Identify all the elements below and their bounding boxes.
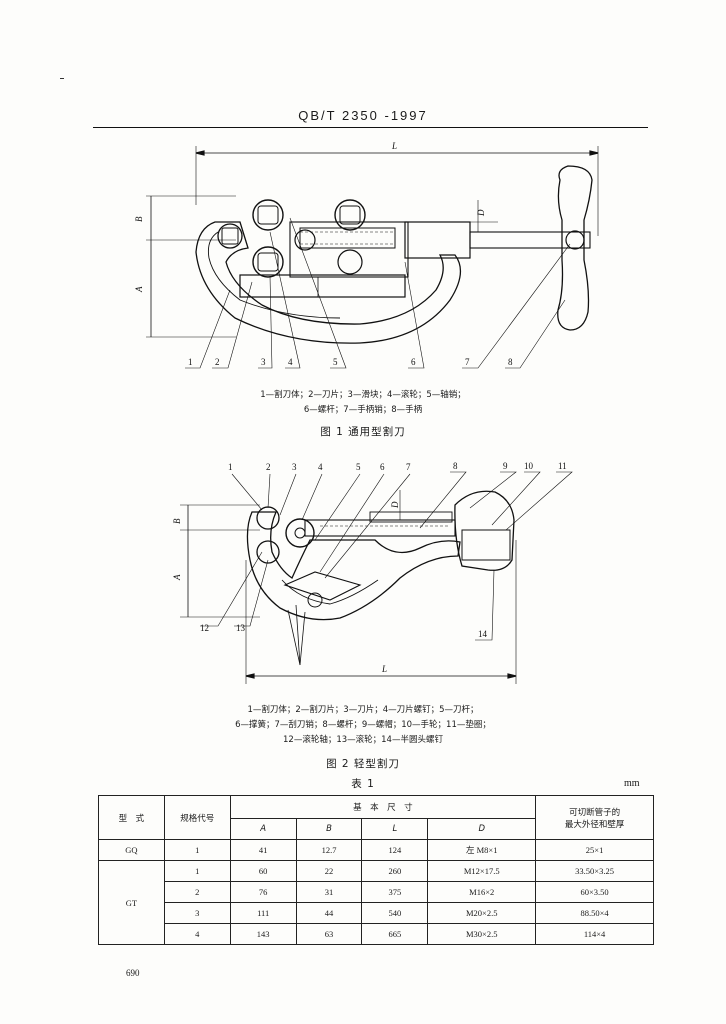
cell-A: 60	[229, 860, 297, 882]
cell-A: 143	[229, 923, 297, 945]
table-title: 表 1	[351, 778, 375, 790]
table-row: GQ 1 41 12.7 124 左 M8×1 25×1	[98, 839, 654, 861]
cell-max: 25×1	[535, 839, 654, 861]
cell-code: 1	[163, 839, 231, 861]
cell-max: 88.50×4	[535, 902, 654, 924]
cell-D: 左 M8×1	[427, 839, 537, 861]
header-basic-dims: 基 本 尺 寸	[229, 795, 537, 819]
fig1-legend-line: 6—螺杆；7—手柄销；8—手柄	[303, 405, 423, 415]
page-number: 690	[126, 968, 140, 978]
table-row: 2 76 31 375 M16×2 60×3.50	[99, 881, 654, 903]
fig1-callout: 1	[188, 357, 193, 367]
fig2-callout: 6	[380, 462, 385, 472]
cell-L: 375	[361, 881, 429, 903]
fig2-callout: 5	[356, 462, 361, 472]
cell-B: 63	[295, 923, 363, 945]
fig2-callout: 3	[292, 462, 297, 472]
cell-B: 22	[295, 860, 363, 882]
fig2-dim-L: L	[381, 664, 387, 674]
cell-B: 44	[295, 902, 363, 924]
header-max-pipe-line2: 最大外径和壁厚	[564, 819, 625, 830]
header-A: A	[229, 818, 297, 840]
cell-A: 76	[229, 881, 297, 903]
header-D: D	[427, 818, 537, 840]
header-max-pipe: 可切断管子的 最大外径和壁厚	[535, 795, 654, 840]
fig2-callout: 7	[406, 462, 411, 472]
cell-L: 540	[361, 902, 429, 924]
fig2-callout: 14	[478, 629, 488, 639]
cell-B: 12.7	[295, 839, 363, 861]
cell-max: 114×4	[535, 923, 654, 945]
margin-mark	[60, 78, 64, 79]
fig2-callout: 2	[266, 462, 271, 472]
fig2-callout: 4	[318, 462, 323, 472]
table-unit: mm	[624, 778, 640, 789]
fig2-callout: 8	[453, 461, 458, 471]
cell-code: 1	[163, 860, 231, 882]
fig2-dim-A: A	[172, 574, 182, 581]
cell-type: GT	[98, 860, 165, 945]
cell-D: M12×17.5	[427, 860, 537, 882]
figure-1-caption: 图 1 通用型割刀	[320, 426, 406, 438]
cell-code: 3	[163, 902, 231, 924]
cell-A: 111	[229, 902, 297, 924]
fig2-callout: 1	[228, 462, 233, 472]
fig1-legend-line: 1—割刀体；2—刀片；3—滑块；4—滚轮；5—轴销；	[260, 390, 466, 400]
fig2-dim-B: B	[172, 518, 182, 524]
cell-D: M16×2	[427, 881, 537, 903]
fig2-callout: 12	[200, 623, 209, 633]
fig1-callout: 6	[411, 357, 416, 367]
fig1-callout: 7	[465, 357, 470, 367]
table-row: GT 1 60 22 260 M12×17.5 33.50×3.25	[98, 860, 654, 945]
fig1-dim-D: D	[476, 209, 486, 217]
cell-type: GQ	[98, 839, 165, 861]
fig2-legend-line: 1—割刀体；2—割刀片；3—刀片；4—刀片螺钉；5—刀杆；	[247, 705, 479, 715]
figure-2-caption: 图 2 轻型割刀	[326, 758, 400, 770]
figure-1-legend: 1—割刀体；2—刀片；3—滑块；4—滚轮；5—轴销； 6—螺杆；7—手柄销；8—…	[0, 388, 726, 418]
fig1-callout: 8	[508, 357, 513, 367]
fig1-callout: 5	[333, 357, 338, 367]
fig1-dim-L: L	[391, 141, 397, 151]
fig2-legend-line: 12—滚轮轴；13—滚轮；14—半圆头螺钉	[283, 735, 443, 745]
cell-max: 33.50×3.25	[535, 860, 654, 882]
header-type: 型 式	[98, 795, 165, 840]
table-row: 3 111 44 540 M20×2.5 88.50×4	[99, 902, 654, 924]
cell-L: 124	[361, 839, 429, 861]
header-spec-code: 规格代号	[163, 795, 231, 840]
cell-code: 2	[163, 881, 231, 903]
fig1-dim-B: B	[134, 216, 144, 222]
cell-L: 665	[361, 923, 429, 945]
cell-D: M20×2.5	[427, 902, 537, 924]
cell-A: 41	[229, 839, 297, 861]
header-rule	[93, 127, 648, 128]
header-L: L	[361, 818, 429, 840]
fig1-callout: 4	[288, 357, 293, 367]
fig2-callout: 10	[524, 461, 534, 471]
fig2-legend-line: 6—撑簧；7—刮刀销；8—螺杆；9—螺帽；10—手轮；11—垫圈；	[235, 720, 491, 730]
header-max-pipe-line1: 可切断管子的	[569, 807, 621, 818]
fig2-dim-D: D	[390, 501, 400, 509]
cell-code: 4	[163, 923, 231, 945]
fig2-callout: 9	[503, 461, 508, 471]
fig1-callout: 3	[261, 357, 266, 367]
fig2-callout: 11	[558, 461, 567, 471]
cell-B: 31	[295, 881, 363, 903]
standard-number: QB/T 2350 -1997	[298, 108, 428, 123]
fig1-dim-A: A	[134, 286, 144, 293]
header-B: B	[295, 818, 363, 840]
figure-1-drawing: L B A D 1 2 3 4 5 6 7 8	[134, 141, 599, 369]
cell-L: 260	[361, 860, 429, 882]
spec-table: 型 式 规格代号 基 本 尺 寸 可切断管子的 最大外径和壁厚 A B L D …	[98, 795, 654, 945]
fig1-callout: 2	[215, 357, 220, 367]
table-row: 4 143 63 665 M30×2.5 114×4	[99, 923, 654, 945]
figure-2-legend: 1—割刀体；2—割刀片；3—刀片；4—刀片螺钉；5—刀杆； 6—撑簧；7—刮刀销…	[0, 703, 726, 748]
figure-2-drawing: B A D L 1 2 3 4 5 6 7 8 9 10 11 12 13 14	[172, 461, 573, 684]
cell-D: M30×2.5	[427, 923, 537, 945]
cell-max: 60×3.50	[535, 881, 654, 903]
fig2-callout: 13	[236, 623, 246, 633]
